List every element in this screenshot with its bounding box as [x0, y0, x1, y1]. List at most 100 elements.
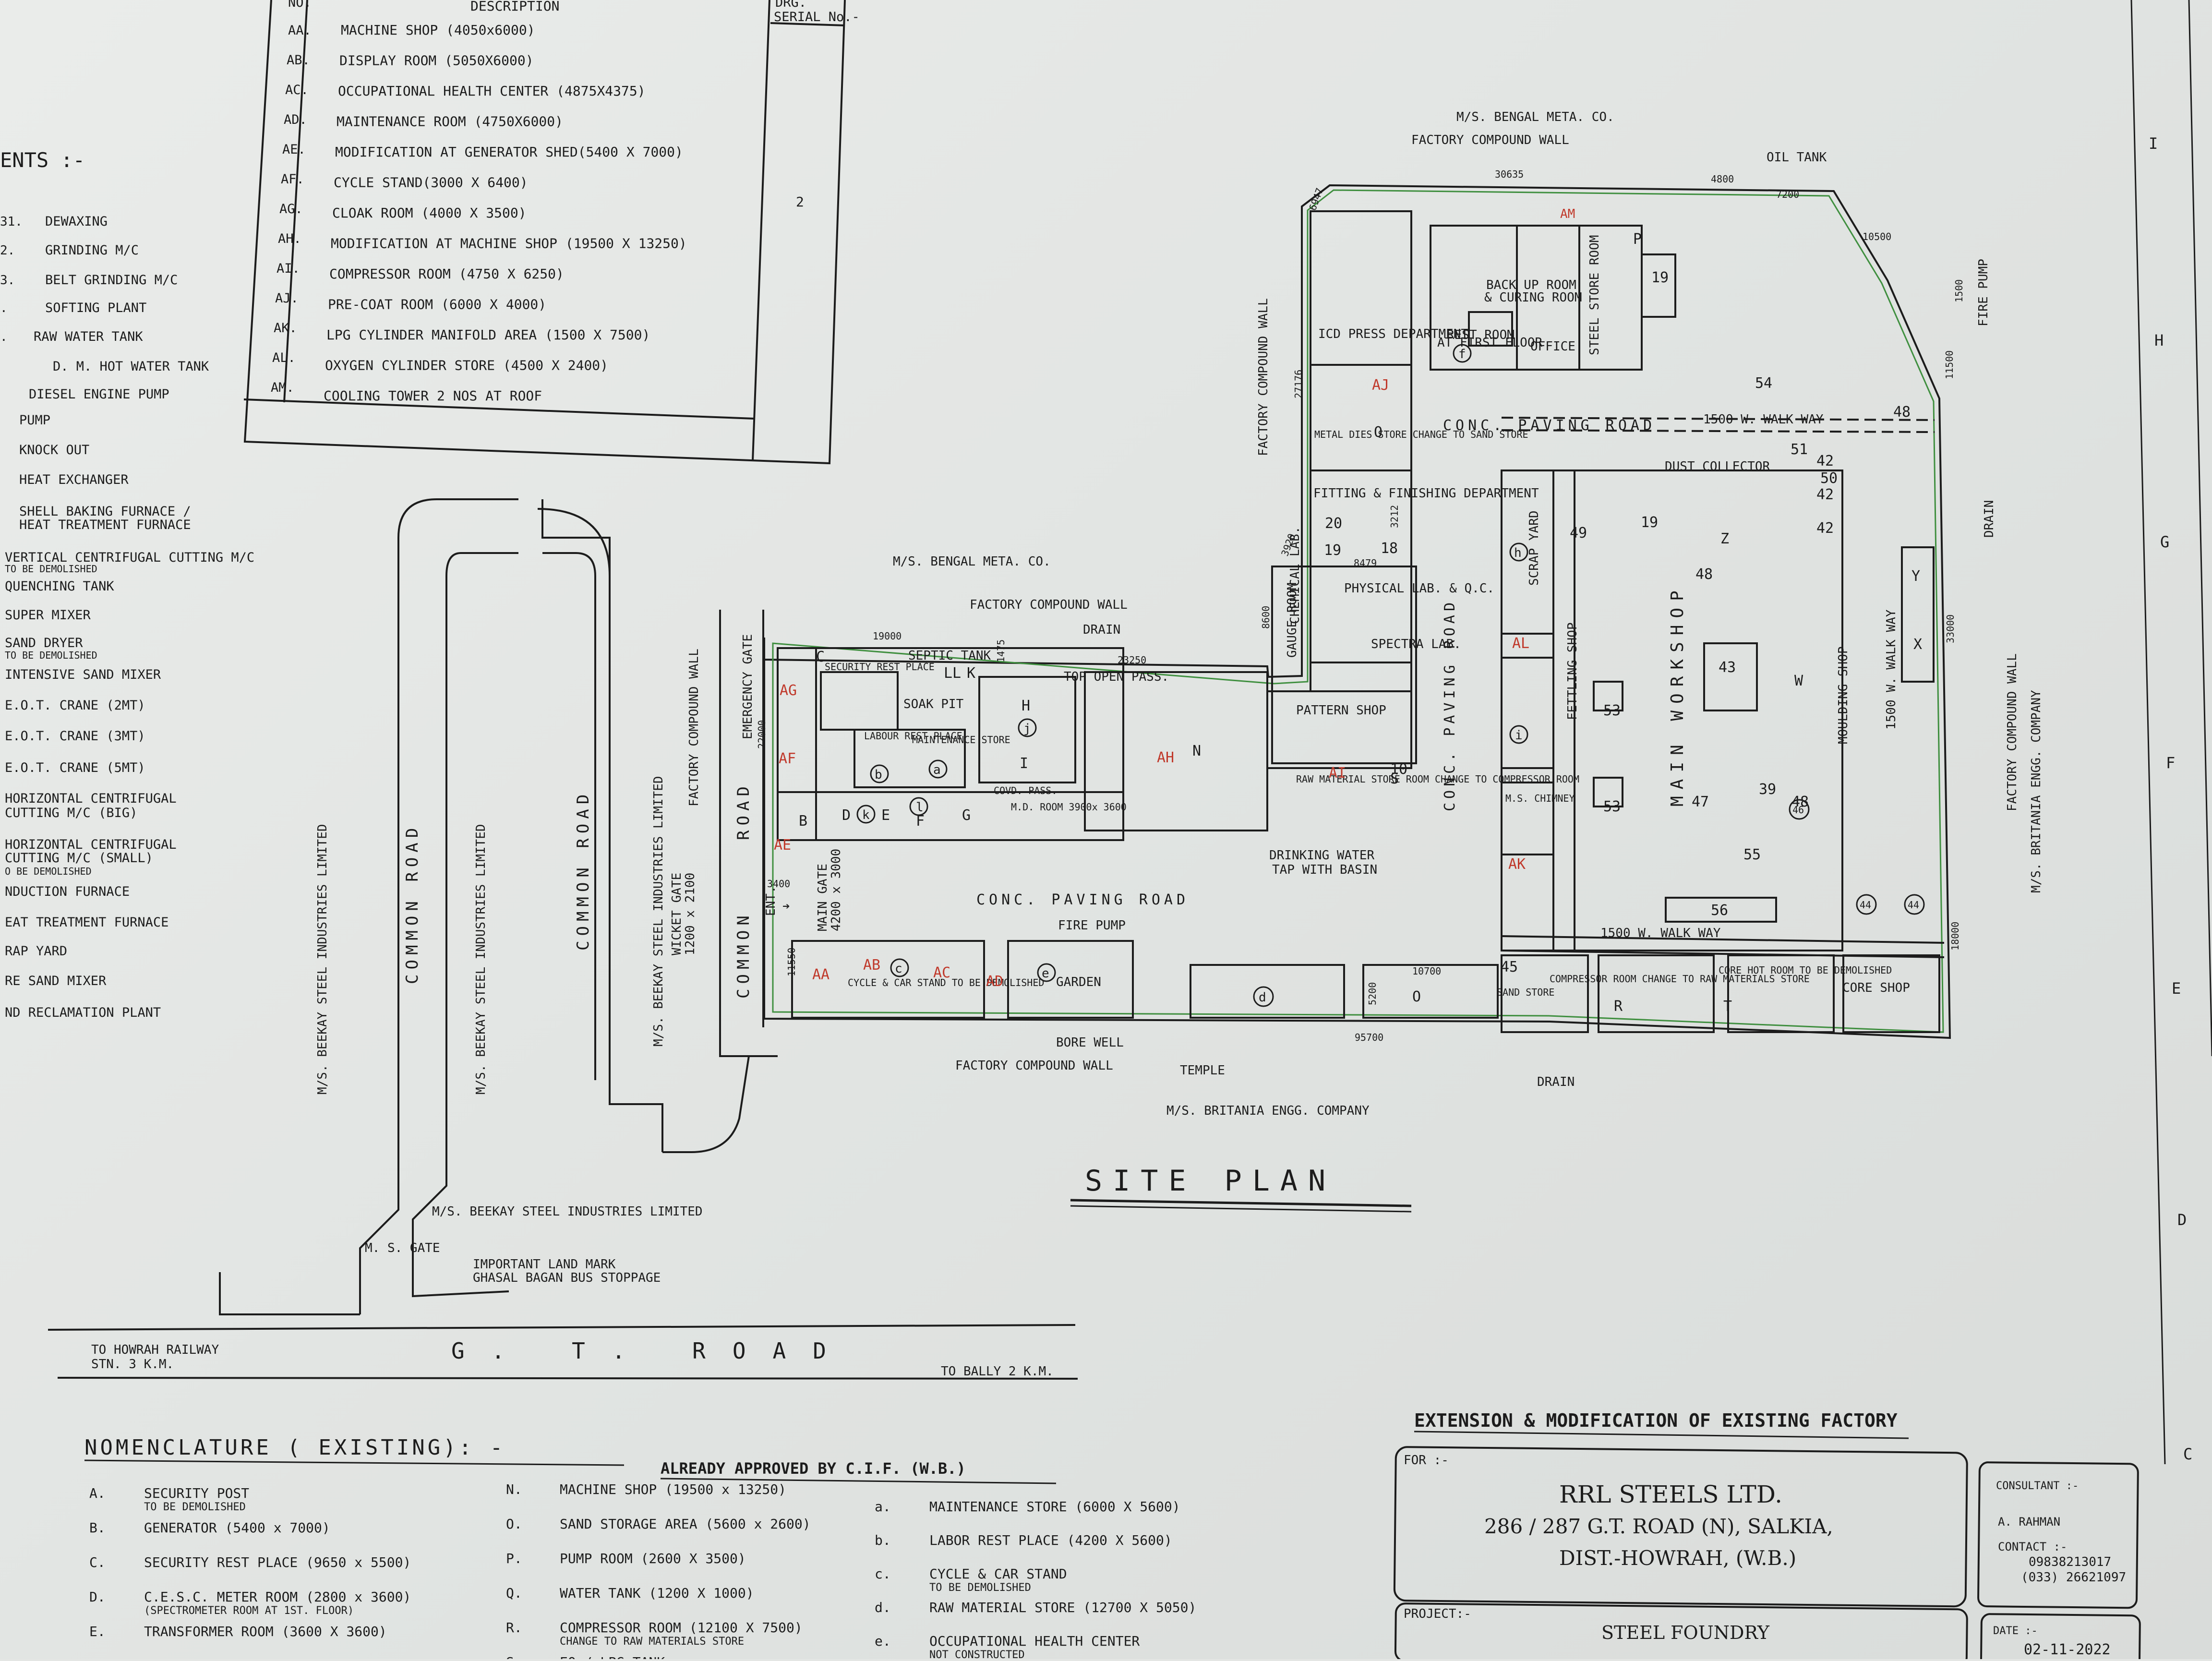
table-row-code: AA. [288, 23, 312, 38]
svg-text:AJ: AJ [1372, 377, 1389, 394]
moulding-shop: MOULDING SHOP [1836, 647, 1851, 745]
drain-label-2: DRAIN [1537, 1075, 1575, 1089]
dim-1500: 1500 [1953, 279, 1965, 302]
svg-text:G: G [962, 807, 971, 824]
fitting-finishing: FITTING & FINISHING DEPARTMENT [1313, 486, 1539, 501]
drinking-water: DRINKING WATER [1269, 848, 1374, 863]
nomenclature-desc: SECURITY REST PLACE (9650 x 5500) [144, 1554, 411, 1570]
svg-text:b: b [875, 768, 882, 782]
svg-text:54: 54 [1755, 375, 1772, 392]
nomenclature-heading: NOMENCLATURE ( EXISTING): - [84, 1435, 505, 1460]
svg-text:k: k [862, 808, 870, 822]
svg-text:e: e [1042, 966, 1049, 981]
table-row-code: AK. [274, 321, 297, 336]
neighbor-beekay-bottom: M/S. BEEKAY STEEL INDUSTRIES LIMITED [432, 1204, 703, 1219]
svg-text:C: C [816, 649, 825, 665]
fire-pump-bottom: FIRE PUMP [1058, 918, 1126, 933]
dim-11550: 11550 [786, 948, 797, 976]
table-row-code: AJ. [275, 291, 299, 306]
table-row-desc: LPG CYLINDER MANIFOLD AREA (1500 X 7500) [326, 327, 650, 343]
table-row-code: AC. [285, 83, 309, 97]
equipment-item-label: NDUCTION FURNACE [5, 884, 130, 899]
dim-95700: 95700 [1355, 1032, 1383, 1043]
table-row-code: AB. [287, 53, 310, 68]
nomenclature-desc: EO / LPG TANK [560, 1654, 665, 1659]
neighbor-top: M/S. BENGAL META. CO. [1456, 110, 1614, 124]
svg-text:42: 42 [1816, 453, 1834, 469]
entrance-label: ENT. [764, 886, 778, 916]
factory-wall-left: FACTORY COMPOUND WALL [1256, 298, 1271, 456]
emergency-gate: EMERGENCY GATE [741, 634, 755, 739]
factory-wall-top: FACTORY COMPOUND WALL [1411, 133, 1569, 147]
nomenclature-desc: SECURITY POST [144, 1485, 249, 1501]
company-name: RRL STEELS LTD. [1559, 1480, 1782, 1508]
road-label: ROAD [734, 782, 753, 840]
table-row-code: AL. [272, 350, 296, 365]
scrap-yard: SCRAP YARD [1527, 510, 1541, 586]
labour-rest: LABOUR REST PLACE [864, 730, 962, 742]
svg-text:X: X [1913, 636, 1922, 653]
svg-text:19: 19 [1651, 269, 1669, 286]
svg-text:43: 43 [1719, 659, 1736, 676]
dim-19000: 19000 [873, 630, 902, 642]
grid-letter: F [2166, 754, 2175, 772]
equipment-item-no: . [0, 301, 8, 315]
nomenclature-code: R. [506, 1620, 522, 1636]
equipment-item-label: DIESEL ENGINE PUMP [29, 387, 169, 402]
dim-18000: 18000 [1949, 922, 1961, 951]
table-header-no: NO. [288, 0, 312, 10]
nomenclature-sub: ALREADY APPROVED BY C.I.F. (W.B.) [661, 1459, 966, 1478]
svg-text:18: 18 [1381, 540, 1398, 557]
neighbor-right: M/S. BRITANIA ENGG. COMPANY [2029, 690, 2044, 893]
svg-text:a: a [933, 763, 941, 777]
equipment-legend-heading: ENTS :- [0, 148, 85, 172]
block-markers: AG AF AE AA AB AC AD AH AI AJ AK AL C B … [774, 231, 1922, 1015]
dim-5200: 5200 [1367, 982, 1378, 1005]
svg-text:N: N [1192, 743, 1201, 759]
equipment-item-label: HORIZONTAL CENTRIFUGAL [5, 837, 177, 852]
equipment-item-label: TO BE DEMOLISHED [5, 563, 97, 575]
nomenclature-code: A. [89, 1485, 106, 1501]
svg-text:AL: AL [1512, 635, 1529, 652]
equipment-item-label: DEWAXING [45, 214, 108, 229]
svg-text:F: F [916, 813, 925, 830]
walkway-bottom: 1500 W. WALK WAY [1600, 926, 1721, 940]
company-address-1: 286 / 287 G.T. ROAD (N), SALKIA, [1484, 1515, 1833, 1538]
contact-phone-2: (033) 26621097 [2021, 1570, 2126, 1585]
fire-pump-right: FIRE PUMP [1976, 259, 1991, 326]
landmark-2: GHASAL BAGAN BUS STOPPAGE [473, 1271, 661, 1285]
svg-text:42: 42 [1816, 486, 1834, 503]
main-gate: MAIN GATE [816, 864, 830, 931]
neighbor-middle: M/S. BENGAL META. CO. [893, 554, 1051, 569]
equipment-item-label: HORIZONTAL CENTRIFUGAL [5, 791, 177, 806]
equipment-item-no: 31. [0, 215, 23, 229]
equipment-item-label: HEAT EXCHANGER [19, 472, 129, 487]
pattern-shop: PATTERN SHOP [1296, 703, 1386, 718]
site-plan-title: SITE PLAN [1085, 1164, 1336, 1198]
grid-letter: G [2160, 533, 2169, 551]
svg-text:44: 44 [1908, 899, 1919, 911]
equipment-item-label: O BE DEMOLISHED [5, 866, 92, 877]
svg-text:AD: AD [986, 973, 1003, 990]
bore-well: BORE WELL [1056, 1035, 1124, 1050]
table-row-desc: MAINTENANCE ROOM (4750X6000) [337, 114, 563, 130]
table-row-desc: COMPRESSOR ROOM (4750 X 6250) [329, 266, 564, 282]
conc-paving-bottom: CONC. PAVING ROAD [976, 891, 1189, 908]
svg-text:O: O [1412, 988, 1421, 1005]
svg-text:44: 44 [1860, 899, 1871, 911]
walkway-right: 1500 W. WALK WAY [1884, 609, 1899, 730]
oil-tank: OIL TANK [1767, 150, 1827, 165]
nomenclature-code: a. [875, 1499, 891, 1515]
nomenclature-column-2: N.MACHINE SHOP (19500 x 13250)O.SAND STO… [506, 1481, 811, 1661]
svg-text:10: 10 [1390, 761, 1407, 778]
drain-label-3: DRAIN [1982, 500, 1996, 538]
nomenclature-code: Q. [506, 1585, 522, 1601]
dim-10700: 10700 [1412, 965, 1441, 977]
table-row-desc: CYCLE STAND(3000 X 6400) [334, 175, 528, 191]
equipment-item-label: KNOCK OUT [19, 443, 89, 457]
equipment-item-label: BELT GRINDING M/C [45, 273, 178, 288]
equipment-item-label: E.O.T. CRANE (3MT) [5, 729, 145, 744]
equipment-item-label: EAT TREATMENT FURNACE [5, 915, 168, 930]
grid-letter: D [2177, 1211, 2187, 1229]
